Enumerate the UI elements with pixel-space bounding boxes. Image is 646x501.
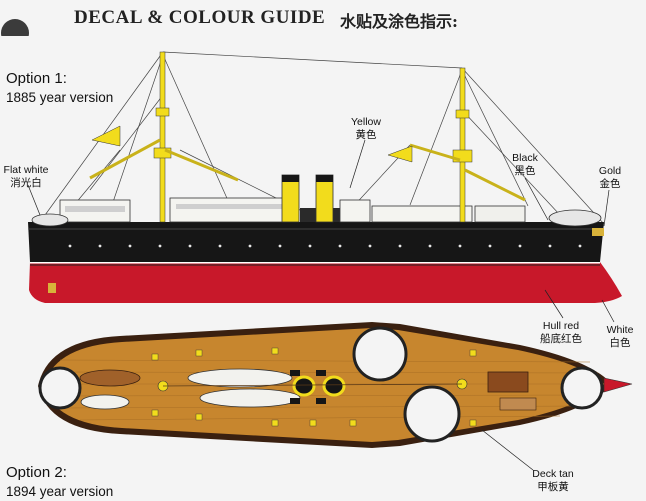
option-1-label: Option 1: 1885 year version — [6, 70, 114, 105]
deck-fittings-yellow — [151, 347, 477, 427]
ship-deck-plan — [38, 322, 633, 471]
bow-gold-ornament — [592, 228, 604, 236]
stern-gold-ornament — [48, 283, 56, 293]
fore-barbette — [548, 209, 602, 227]
aft-boom — [89, 138, 161, 180]
midship-deckhouse — [169, 197, 291, 223]
aft-boat-white — [80, 394, 130, 410]
ship-side-profile — [27, 51, 622, 323]
option-2-label: Option 2: 1894 year version — [6, 464, 114, 499]
fore-boom — [409, 143, 461, 162]
deck-tan-pointer — [481, 429, 534, 471]
hull-red-section — [29, 262, 622, 303]
rigging-lines — [39, 51, 605, 225]
aft-mast — [159, 51, 166, 223]
aft-barbette — [31, 213, 69, 227]
bow-ram-red — [603, 377, 633, 393]
port-main-turret — [352, 326, 408, 382]
portholes — [68, 244, 582, 248]
deck-funnel-aft — [292, 375, 316, 397]
midship-boat-starboard — [199, 388, 301, 408]
fore-boat-deck — [487, 371, 529, 393]
fore-deckhouse — [371, 205, 473, 223]
aft-funnel — [281, 174, 300, 223]
fore-funnel — [315, 174, 334, 223]
callout-pointers — [27, 139, 615, 323]
aft-boat-brown — [79, 369, 141, 387]
bridge-house — [339, 199, 371, 223]
fore-mast — [459, 67, 466, 223]
aft-turret — [38, 366, 82, 410]
midship-boat-port — [187, 368, 293, 388]
hull-black-section — [28, 222, 604, 262]
aft-pennant-flag — [91, 125, 121, 147]
header: DECAL & COLOUR GUIDE 水贴及涂色指示: — [0, 0, 646, 47]
fore-turret — [560, 366, 604, 410]
page-title: DECAL & COLOUR GUIDE — [74, 7, 326, 28]
fore-pennant-flag — [387, 145, 413, 163]
starboard-main-turret — [403, 385, 461, 443]
deck-funnel-fore — [322, 375, 346, 397]
page-title-chinese: 水贴及涂色指示: — [340, 12, 458, 31]
fore-boat — [474, 205, 526, 223]
